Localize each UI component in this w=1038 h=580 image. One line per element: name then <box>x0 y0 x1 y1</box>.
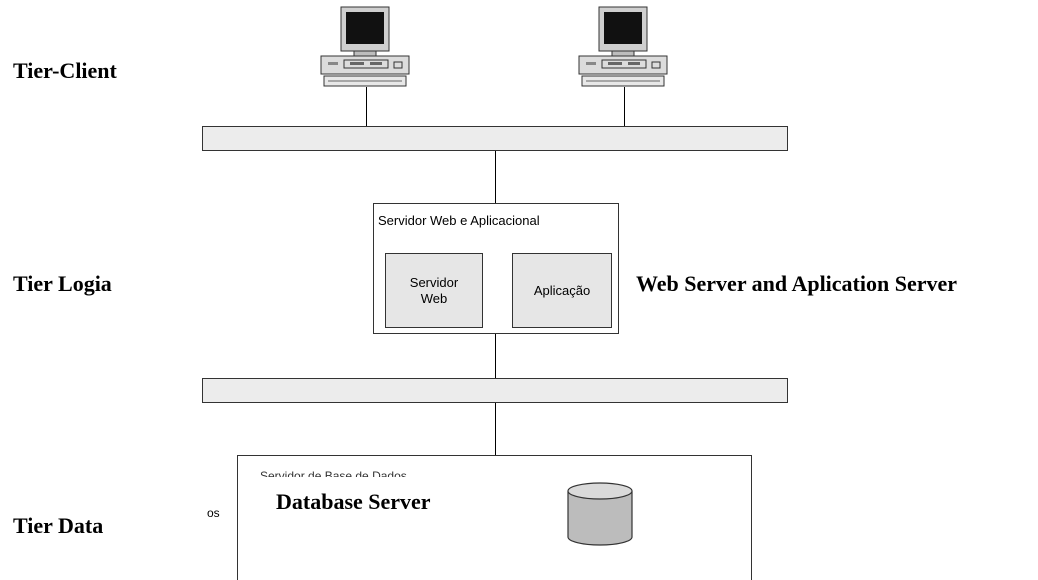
client-1-connector <box>366 87 367 126</box>
web-app-server-box: Servidor Web e Aplicacional Servidor Web… <box>373 203 619 334</box>
client-network-bus <box>202 126 788 151</box>
web-server-component: Servidor Web <box>385 253 483 328</box>
web-app-server-title: Servidor Web e Aplicacional <box>378 213 540 228</box>
tier-data-label: Tier Data <box>13 513 104 538</box>
data-network-bus <box>202 378 788 403</box>
bus-to-db-connector <box>495 403 496 455</box>
tier-client-label: Tier-Client <box>13 58 117 83</box>
bus-to-app-server-connector <box>495 151 496 203</box>
database-server-box: Servidor de Base de Dados <box>237 455 752 580</box>
database-cylinder-icon <box>567 482 633 546</box>
database-server-caption: Database Server <box>276 489 431 514</box>
desktop-computer-icon <box>578 6 668 87</box>
database-server-title: Servidor de Base de Dados <box>260 470 407 477</box>
database-side-fragment: os <box>207 506 220 520</box>
tier-logic-label: Tier Logia <box>13 271 112 296</box>
web-app-server-caption: Web Server and Aplication Server <box>636 271 958 296</box>
client-2-connector <box>624 87 625 126</box>
app-server-to-bus-connector <box>495 334 496 378</box>
desktop-computer-icon <box>320 6 410 87</box>
application-component: Aplicação <box>512 253 612 328</box>
